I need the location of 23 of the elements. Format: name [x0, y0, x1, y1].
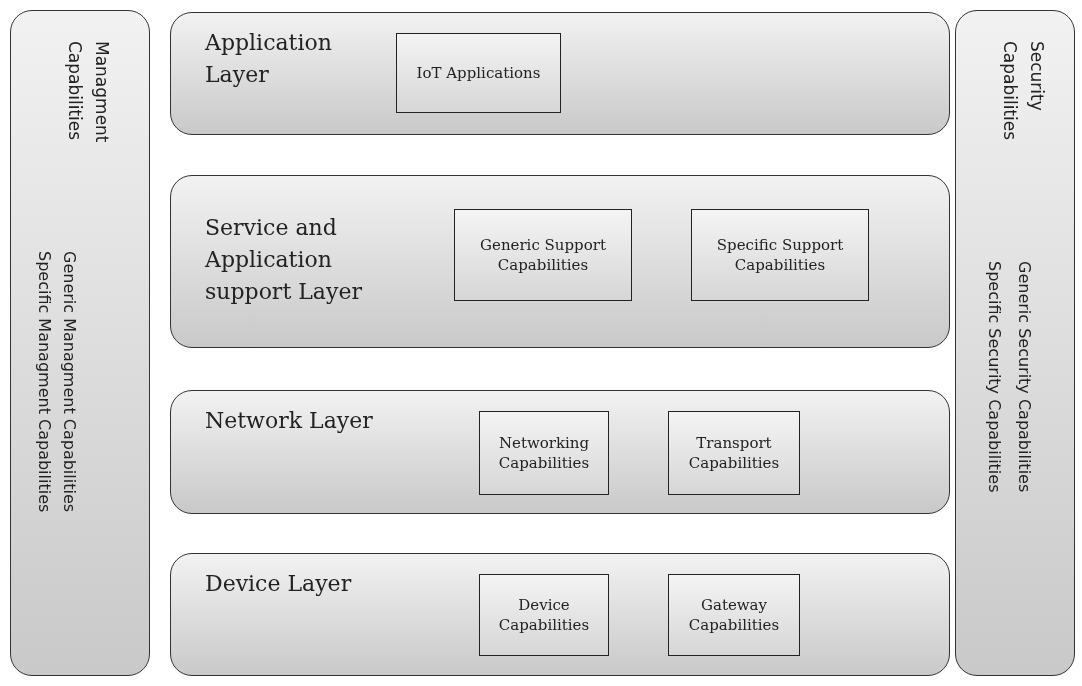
- layer-panel: [170, 553, 950, 676]
- layer-title: Service and Application support Layer: [205, 214, 363, 306]
- capability-box: Device Capabilities: [479, 574, 609, 656]
- layer-title: Network Layer: [205, 407, 374, 435]
- capability-box: Specific Support Capabilities: [691, 209, 869, 301]
- capability-text: Generic Managment Capabilities: [58, 251, 80, 513]
- layer-panel: [170, 390, 950, 514]
- capability-box: Transport Capabilities: [668, 411, 800, 495]
- layer-panel: [170, 12, 950, 135]
- layer-title: Device Layer: [205, 570, 353, 598]
- panel-title: Managment Capabilities: [64, 41, 114, 145]
- panel-title: Security Capabilities: [999, 41, 1049, 143]
- capability-text: Specific Managment Capabilities: [33, 251, 55, 513]
- side-panel: [10, 10, 150, 676]
- capability-box: Generic Support Capabilities: [454, 209, 632, 301]
- layer-title: Application Layer: [205, 29, 333, 89]
- layer-panel: [170, 175, 950, 348]
- capability-text: Generic Security Capabilities: [1013, 261, 1035, 493]
- capability-text: Specific Security Capabilities: [983, 261, 1005, 493]
- capability-box: Networking Capabilities: [479, 411, 609, 495]
- capability-box: Gateway Capabilities: [668, 574, 800, 656]
- side-panel: [955, 10, 1075, 676]
- capability-box: IoT Applications: [396, 33, 561, 113]
